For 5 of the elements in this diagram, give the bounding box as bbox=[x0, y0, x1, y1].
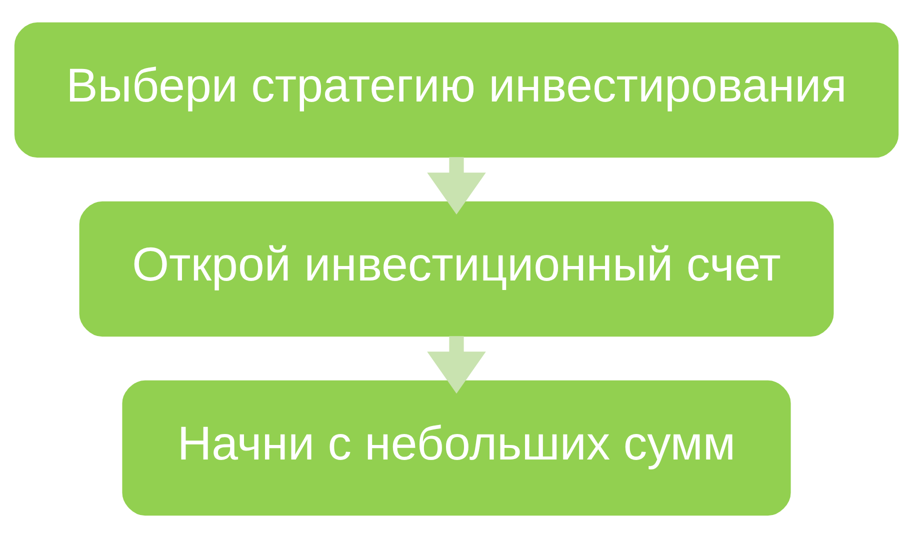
arrow bbox=[427, 336, 486, 394]
node-box: Начни с небольших сумм bbox=[122, 380, 791, 516]
node-box: Открой инвестиционный счет bbox=[79, 201, 834, 337]
node-box: Выбери стратегию инвестирования bbox=[14, 22, 899, 158]
arrow bbox=[427, 157, 486, 215]
